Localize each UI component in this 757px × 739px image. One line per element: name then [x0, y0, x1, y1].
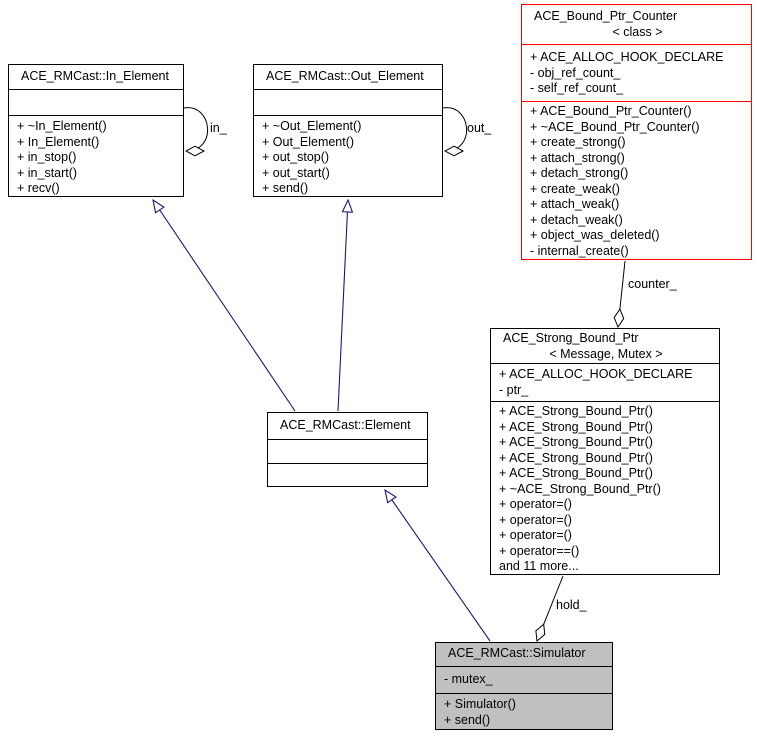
method: + in_start()	[17, 165, 78, 180]
attributes-section	[268, 439, 427, 463]
attributes-section: + ACE_ALLOC_HOOK_DECLARE - obj_ref_count…	[522, 44, 751, 101]
method: + send()	[262, 181, 309, 195]
attribute: - ptr_	[499, 382, 529, 397]
class-node-out-element[interactable]: ACE_RMCast::Out_Element + ~Out_Element()…	[253, 64, 443, 197]
attribute: - obj_ref_count_	[530, 65, 621, 80]
method: - internal_create()	[530, 243, 629, 258]
inheritance-edge-element-to-in-element	[153, 200, 296, 412]
self-aggregation-edge-in	[183, 107, 209, 151]
method: + ACE_Strong_Bound_Ptr()	[499, 466, 653, 480]
class-node-in-element[interactable]: ACE_RMCast::In_Element + ~In_Element() +…	[8, 64, 184, 197]
method: + object_was_deleted()	[530, 228, 660, 242]
method: + Out_Element()	[262, 134, 355, 149]
class-title: ACE_RMCast::Simulator	[448, 646, 586, 660]
method: + create_strong()	[530, 135, 626, 149]
method: + ACE_Bound_Ptr_Counter()	[530, 104, 692, 118]
attributes-section	[9, 89, 183, 115]
attribute: + ACE_ALLOC_HOOK_DECLARE	[499, 367, 693, 381]
method: + operator=()	[499, 512, 572, 527]
attributes-section	[254, 89, 442, 115]
aggregation-edge-counter	[618, 260, 626, 327]
method: + Simulator()	[444, 697, 516, 711]
method: + operator==()	[499, 543, 580, 558]
methods-section: + Simulator() + send()	[436, 693, 612, 729]
method: + operator=()	[499, 497, 572, 511]
method: + create_weak()	[530, 181, 620, 196]
method: + operator=()	[499, 528, 572, 542]
method: + out_start()	[262, 165, 330, 180]
edge-label-in: in_	[210, 121, 227, 135]
method: + attach_strong()	[530, 150, 625, 165]
method: + send()	[444, 712, 491, 727]
class-title: ACE_RMCast::Out_Element	[266, 69, 424, 83]
method: + ~ACE_Bound_Ptr_Counter()	[530, 119, 700, 134]
methods-section: + ACE_Bound_Ptr_Counter() + ~ACE_Bound_P…	[522, 101, 751, 259]
class-node-ace-strong-bound-ptr[interactable]: ACE_Strong_Bound_Ptr < Message, Mutex > …	[490, 328, 720, 575]
class-template-params: < Message, Mutex >	[549, 346, 663, 361]
method: + In_Element()	[17, 134, 100, 149]
method: + ~Out_Element()	[262, 119, 362, 133]
method: + ACE_Strong_Bound_Ptr()	[499, 404, 653, 418]
class-node-ace-bound-ptr-counter[interactable]: ACE_Bound_Ptr_Counter < class > + ACE_AL…	[521, 4, 752, 260]
method: + ACE_Strong_Bound_Ptr()	[499, 419, 653, 434]
method: + attach_weak()	[530, 197, 620, 211]
method: + in_stop()	[17, 150, 77, 164]
methods-section: + ~In_Element() + In_Element() + in_stop…	[9, 115, 183, 196]
method: + ACE_Strong_Bound_Ptr()	[499, 435, 653, 449]
method: + ACE_Strong_Bound_Ptr()	[499, 450, 653, 465]
method: + ~ACE_Strong_Bound_Ptr()	[499, 481, 661, 496]
inheritance-edge-element-to-out-element	[337, 200, 348, 412]
self-aggregation-edge-out	[442, 107, 468, 151]
edge-label-counter: counter_	[628, 277, 677, 291]
methods-section	[268, 463, 427, 486]
edge-label-hold: hold_	[556, 598, 587, 612]
methods-section: + ~Out_Element() + Out_Element() + out_s…	[254, 115, 442, 196]
class-node-element[interactable]: ACE_RMCast::Element	[267, 412, 428, 487]
method: and 11 more...	[499, 559, 579, 573]
aggregation-edge-hold	[537, 575, 564, 641]
class-node-simulator[interactable]: ACE_RMCast::Simulator - mutex_ + Simulat…	[435, 642, 613, 730]
attribute: + ACE_ALLOC_HOOK_DECLARE	[530, 50, 724, 64]
attribute: - mutex_	[444, 672, 493, 686]
methods-section: + ACE_Strong_Bound_Ptr() + ACE_Strong_Bo…	[491, 401, 719, 574]
method: + out_stop()	[262, 150, 330, 164]
class-title: ACE_RMCast::In_Element	[21, 69, 169, 83]
attribute: - self_ref_count_	[530, 81, 624, 95]
class-title: ACE_Bound_Ptr_Counter	[534, 9, 678, 23]
inheritance-edge-simulator-to-element	[385, 490, 491, 642]
method: + ~In_Element()	[17, 119, 107, 133]
method: + detach_strong()	[530, 166, 629, 180]
class-title: ACE_RMCast::Element	[280, 418, 411, 432]
edge-label-out: out_	[467, 121, 492, 135]
method: + detach_weak()	[530, 212, 623, 227]
class-template-params: < class >	[612, 24, 663, 39]
class-title: ACE_Strong_Bound_Ptr	[503, 331, 639, 345]
method: + recv()	[17, 181, 60, 195]
attributes-section: - mutex_	[436, 666, 612, 693]
attributes-section: + ACE_ALLOC_HOOK_DECLARE - ptr_	[491, 363, 719, 401]
